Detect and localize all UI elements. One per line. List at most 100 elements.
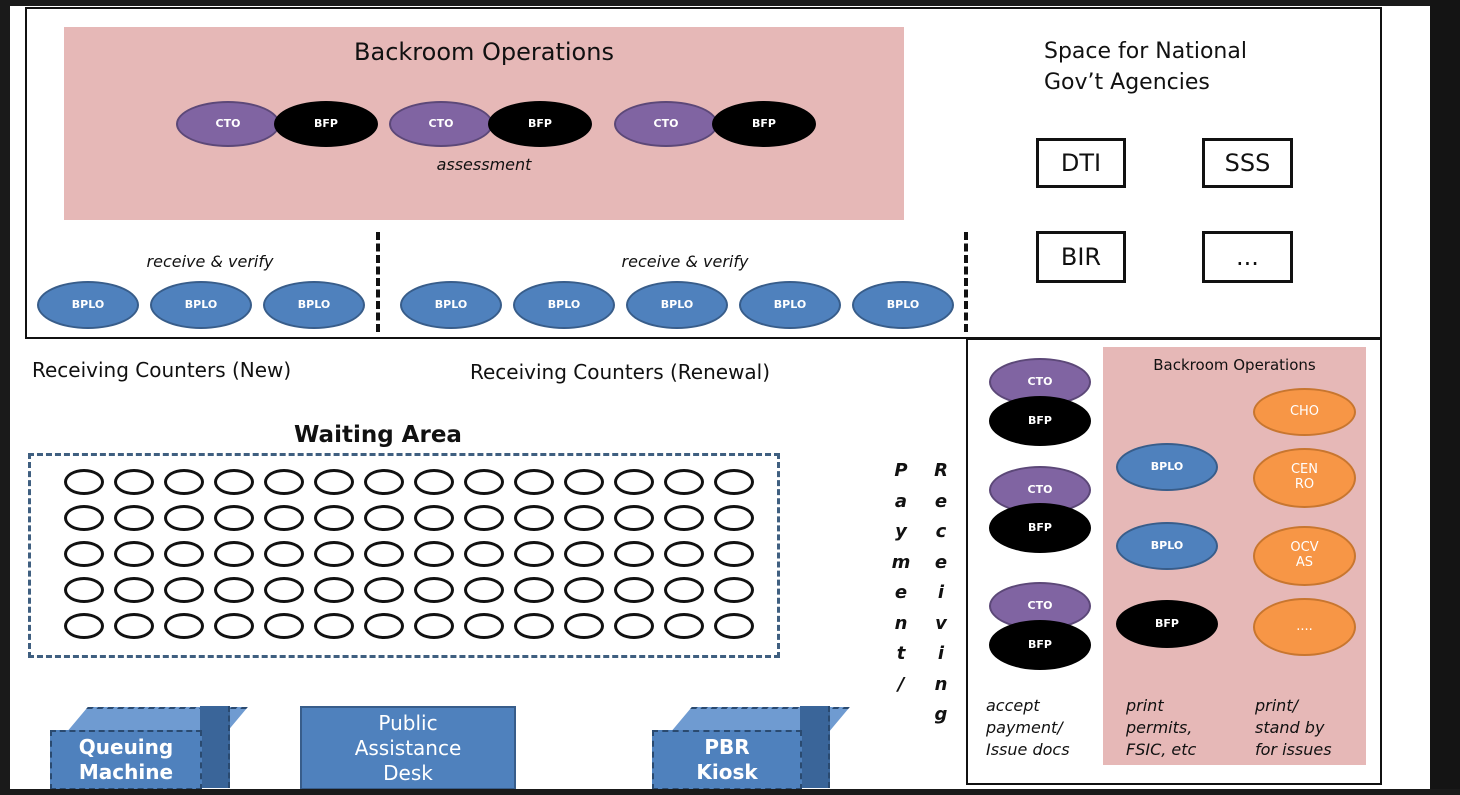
public-assistance-desk: Public Assistance Desk	[300, 706, 516, 790]
payment-letter: P	[894, 460, 908, 481]
receiving-letter: g	[934, 704, 948, 725]
backroom-cto-3: CTO	[614, 101, 718, 147]
receiving-letter: v	[935, 612, 947, 634]
top-edge	[0, 0, 1460, 6]
waiting-seat	[514, 577, 554, 603]
waiting-seat	[414, 505, 454, 531]
payment-bfp-1: BFP	[989, 396, 1091, 446]
waiting-seat	[614, 505, 654, 531]
cho-node: CHO	[1253, 388, 1356, 436]
waiting-seat	[564, 541, 604, 567]
agency-sss-box: SSS	[1202, 138, 1293, 188]
receiving-letter: e	[934, 490, 948, 512]
caption-print-standby: print/ stand by for issues	[1255, 696, 1332, 759]
bplo-renewal-3: BPLO	[626, 281, 728, 329]
waiting-seat	[614, 469, 654, 495]
waiting-seat	[364, 505, 404, 531]
waiting-seat	[114, 505, 154, 531]
right-edge	[1430, 0, 1460, 795]
waiting-seat	[264, 469, 304, 495]
waiting-seat	[664, 541, 704, 567]
bplo-renewal-4: BPLO	[739, 281, 841, 329]
national-title-line-1: Space for National	[1044, 39, 1247, 64]
assessment-label: assessment	[436, 155, 532, 174]
payment-letter: y	[895, 521, 907, 542]
waiting-seat	[314, 577, 354, 603]
backroom-title: Backroom Operations	[354, 38, 614, 66]
receiving-counters-renewal-label: Receiving Counters (Renewal)	[470, 360, 771, 384]
payment-letter: t	[896, 643, 906, 664]
national-title-line-2: Gov’t Agencies	[1044, 70, 1210, 95]
waiting-seat	[114, 613, 154, 639]
waiting-seat	[264, 541, 304, 567]
waiting-seat	[114, 469, 154, 495]
receiving-counters-new-label: Receiving Counters (New)	[32, 358, 292, 382]
backroom-cto-2: CTO	[389, 101, 493, 147]
receiving-letter: c	[935, 521, 947, 542]
payment-letter: n	[894, 612, 908, 634]
receiving-letter: i	[937, 582, 945, 603]
waiting-seat	[64, 613, 104, 639]
waiting-seat	[714, 577, 754, 603]
waiting-seat	[614, 613, 654, 639]
waiting-seat	[514, 613, 554, 639]
waiting-area-title: Waiting Area	[294, 422, 462, 448]
waiting-seat	[214, 613, 254, 639]
waiting-seat	[264, 577, 304, 603]
receiving-letter: i	[937, 643, 945, 664]
receive-verify-new-label: receive & verify	[146, 252, 274, 271]
waiting-seat	[414, 577, 454, 603]
bottom-edge	[0, 789, 1460, 795]
receive-verify-renewal-label: receive & verify	[621, 252, 749, 271]
waiting-seat	[164, 505, 204, 531]
waiting-seat	[264, 613, 304, 639]
backroom-bfp-1: BFP	[274, 101, 378, 147]
waiting-seat	[464, 505, 504, 531]
waiting-seat	[614, 577, 654, 603]
receiving-letter: e	[934, 551, 948, 573]
waiting-seat	[364, 541, 404, 567]
waiting-seat	[414, 469, 454, 495]
waiting-seat	[64, 577, 104, 603]
waiting-seat	[114, 541, 154, 567]
waiting-seat	[564, 577, 604, 603]
waiting-seat	[314, 469, 354, 495]
divider-dashed-2	[964, 232, 968, 332]
backroom-bfp-3: BFP	[712, 101, 816, 147]
waiting-seat	[214, 541, 254, 567]
payment-letter: e	[894, 582, 908, 603]
waiting-seat	[464, 613, 504, 639]
waiting-seat	[364, 613, 404, 639]
waiting-seat	[164, 577, 204, 603]
agency-bir-box: BIR	[1036, 231, 1126, 283]
pbr-kiosk-side	[800, 706, 830, 788]
waiting-seat	[464, 469, 504, 495]
waiting-seat	[664, 577, 704, 603]
waiting-seat	[714, 613, 754, 639]
ocvas-node: OCV AS	[1253, 526, 1356, 586]
waiting-seat	[364, 577, 404, 603]
waiting-seat	[314, 541, 354, 567]
waiting-seat	[314, 613, 354, 639]
waiting-seat	[464, 541, 504, 567]
waiting-seat	[214, 577, 254, 603]
waiting-seat	[564, 469, 604, 495]
queuing-machine: Queuing Machine	[50, 730, 202, 790]
queuing-machine-side	[200, 706, 230, 788]
waiting-seat	[214, 505, 254, 531]
divider-dashed-1	[376, 232, 380, 332]
waiting-seat	[514, 469, 554, 495]
bplo-renewal-5: BPLO	[852, 281, 954, 329]
agency-more-box: ...	[1202, 231, 1293, 283]
waiting-seat	[664, 469, 704, 495]
waiting-seat	[564, 505, 604, 531]
waiting-seat	[714, 541, 754, 567]
more-node: ....	[1253, 598, 1356, 656]
cenro-node: CEN RO	[1253, 448, 1356, 508]
waiting-seat	[114, 577, 154, 603]
left-edge	[0, 0, 10, 795]
bplo-renewal-2: BPLO	[513, 281, 615, 329]
waiting-seat	[564, 613, 604, 639]
waiting-seat	[64, 541, 104, 567]
